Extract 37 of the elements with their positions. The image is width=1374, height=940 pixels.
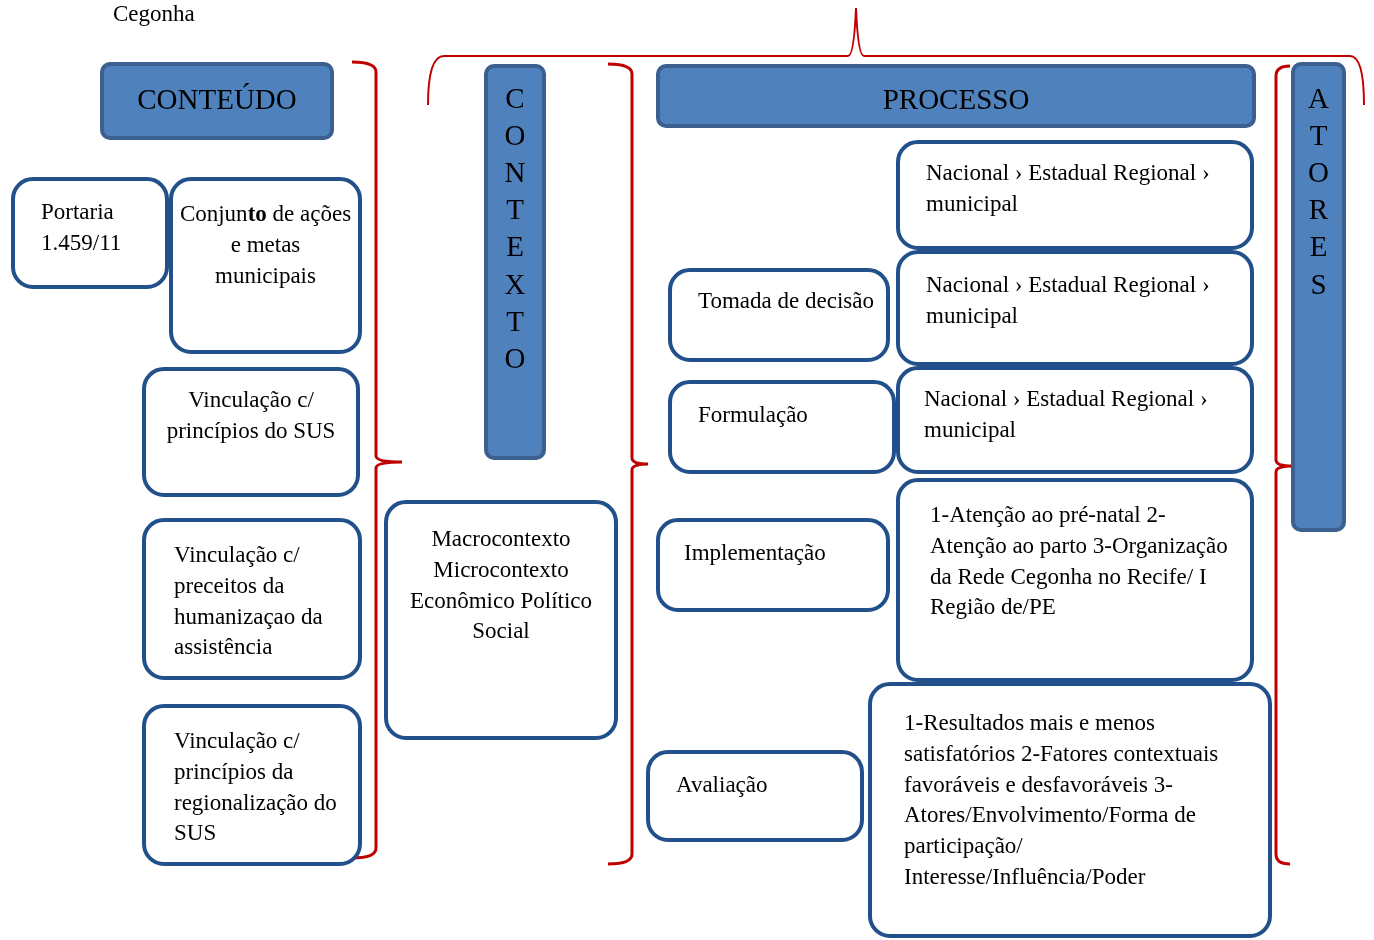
- node-text: PROCESSO: [882, 82, 1030, 117]
- vertical-header-box: [1291, 62, 1346, 532]
- vertical-header-box: [484, 64, 546, 460]
- node-text: ATORES: [1307, 81, 1330, 302]
- node-text: Avaliação: [676, 771, 768, 799]
- text-box: [142, 704, 362, 866]
- node-text: 1-Atenção ao pré-natal 2-Atenção ao parto 3-Organização da Rede Cegonha no Recife/ I Região de/PE: [930, 501, 1229, 622]
- node-text: Nacional › Estadual Regional › municipal: [926, 271, 1211, 330]
- node-text: Nacional › Estadual Regional › municipal: [926, 159, 1211, 218]
- text-box: [11, 177, 169, 289]
- node-text: Macrocontexto Microcontexto Econômico Político Social: [408, 525, 594, 646]
- text-box: [668, 380, 896, 474]
- text-box: [142, 367, 360, 497]
- text-box: [142, 518, 362, 680]
- text-box: [656, 518, 890, 612]
- node-text: Implementação: [684, 539, 826, 567]
- text-box: [169, 177, 362, 354]
- text-box: [646, 750, 864, 842]
- node-text: CONTEÚDO: [137, 82, 297, 117]
- node-text: 1-Resultados mais e menos satisfatórios 2-Fatores contextuais favoráveis e desfavoráveis 3-Atores/Envolvimento/Forma de participação/ Interesse/Influência/Poder: [904, 709, 1220, 892]
- node-text: Vinculação c/ preceitos da humanizaçao da assistência: [174, 541, 324, 662]
- text-box: [868, 682, 1272, 938]
- node-text: Nacional › Estadual Regional › municipal: [924, 385, 1209, 444]
- node-text: Vinculação c/ princípios da regionalização do SUS: [174, 727, 338, 848]
- text-box: [896, 140, 1254, 250]
- node-text: Vinculação c/ princípios do SUS: [165, 386, 337, 445]
- node-text: Formulação: [698, 401, 808, 429]
- text-box: [896, 478, 1254, 682]
- node-text: Tomada de decisão: [698, 287, 874, 315]
- header-box: [100, 62, 334, 140]
- node-text: CONTEXTO: [503, 81, 527, 376]
- text-box: [384, 500, 618, 740]
- node-text: Conjunto de ações e metas municipais: [179, 200, 352, 290]
- text-box: [668, 268, 890, 362]
- header-box: [656, 64, 1256, 128]
- caption-text: Cegonha: [113, 0, 195, 28]
- node-text: Portaria 1.459/11: [41, 198, 123, 257]
